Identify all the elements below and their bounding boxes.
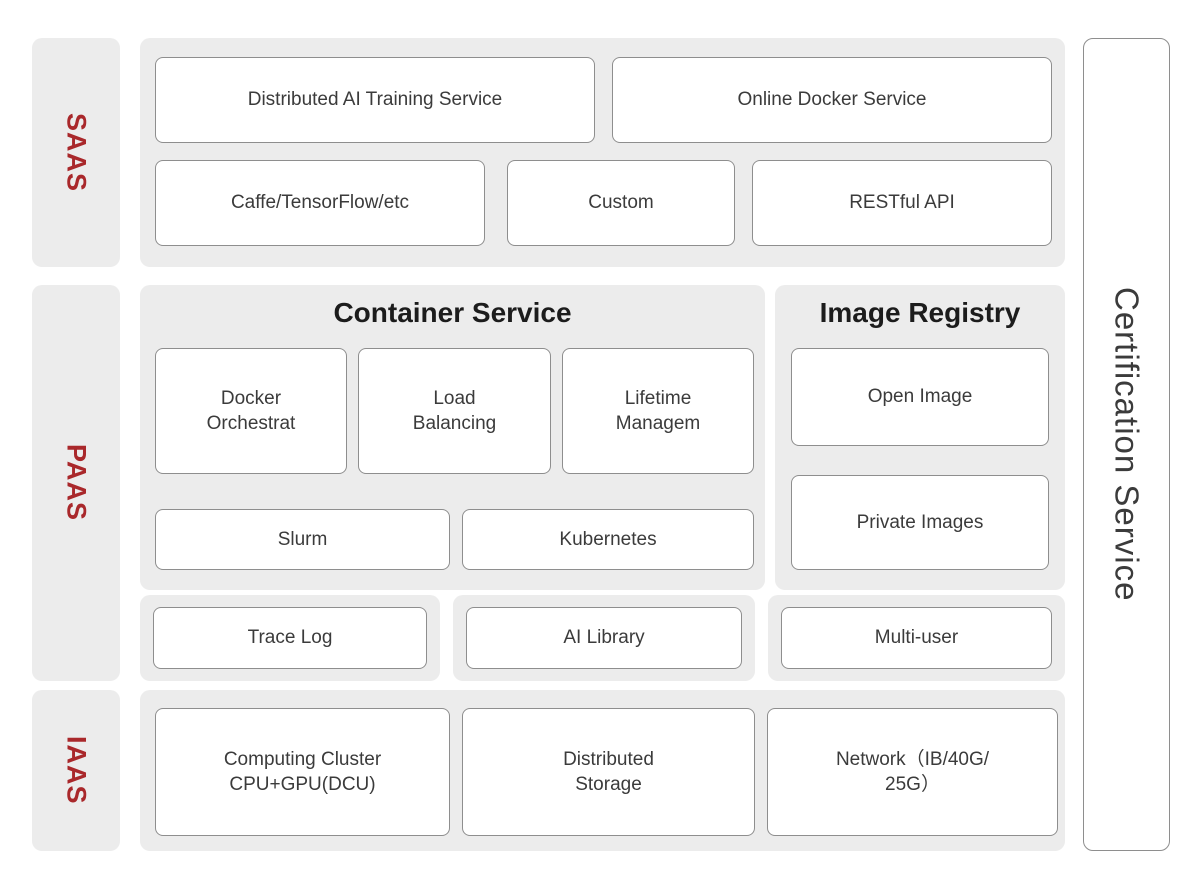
box-trace-log: Trace Log — [153, 607, 427, 669]
box-custom: Custom — [507, 160, 735, 246]
box-docker-orchestrat: Docker Orchestrat — [155, 348, 347, 474]
box-private-images: Private Images — [791, 475, 1049, 570]
box-slurm: Slurm — [155, 509, 450, 570]
multi-user-panel: Multi-user — [768, 595, 1065, 681]
container-service-title: Container Service — [333, 297, 572, 328]
box-computing-cluster: Computing Cluster CPU+GPU(DCU) — [155, 708, 450, 836]
box-network: Network（IB/40G/ 25G） — [767, 708, 1058, 836]
image-registry-title: Image Registry — [819, 297, 1021, 328]
box-distributed-ai-training-service: Distributed AI Training Service — [155, 57, 595, 143]
certification-service-label: Certification Service — [1108, 287, 1146, 602]
box-distributed-storage: Distributed Storage — [462, 708, 755, 836]
saas-panel: Distributed AI Training Service Online D… — [140, 38, 1065, 267]
box-open-image: Open Image — [791, 348, 1049, 446]
box-restful-api: RESTful API — [752, 160, 1052, 246]
layer-panel-paas: PAAS — [32, 285, 120, 681]
box-kubernetes: Kubernetes — [462, 509, 754, 570]
layer-panel-saas: SAAS — [32, 38, 120, 267]
box-load-balancing: Load Balancing — [358, 348, 551, 474]
certification-service-panel: Certification Service — [1083, 38, 1170, 851]
box-lifetime-managem: Lifetime Managem — [562, 348, 754, 474]
layer-label-iaas: IAAS — [61, 736, 92, 805]
box-multi-user: Multi-user — [781, 607, 1052, 669]
image-registry-panel: Image Registry Open Image Private Images — [775, 285, 1065, 590]
layer-label-saas: SAAS — [61, 112, 92, 192]
box-ai-library: AI Library — [466, 607, 742, 669]
container-service-panel: Container Service Docker Orchestrat Load… — [140, 285, 765, 590]
layer-label-paas: PAAS — [61, 444, 92, 522]
trace-log-panel: Trace Log — [140, 595, 440, 681]
box-online-docker-service: Online Docker Service — [612, 57, 1052, 143]
ai-library-panel: AI Library — [453, 595, 755, 681]
layer-panel-iaas: IAAS — [32, 690, 120, 851]
box-caffe-tensorflow-etc: Caffe/TensorFlow/etc — [155, 160, 485, 246]
iaas-panel: Computing Cluster CPU+GPU(DCU) Distribut… — [140, 690, 1065, 851]
